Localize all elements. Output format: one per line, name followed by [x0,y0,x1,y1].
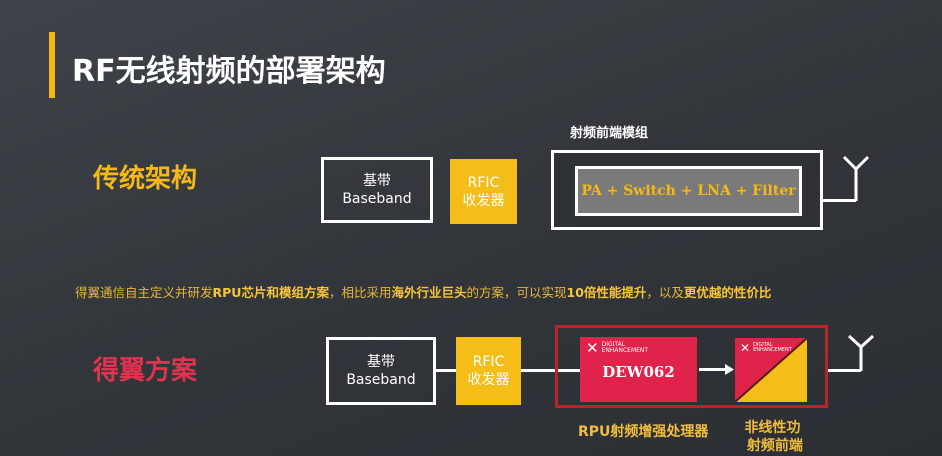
description-sentence: 得翼通信自主定义并研发RPU芯片和模组方案，相比采用海外行业巨头的方案，可以实现… [75,282,771,301]
connector-line [521,369,580,372]
logo-line: ENHANCEMENT [753,347,792,353]
sentence-text: ，相比采用 [328,285,392,300]
logo-x-icon: ✕ [586,339,599,357]
frontend-caption-line: 非线性功 [744,420,801,436]
antenna-icon [842,155,870,201]
traditional-label: 传统架构 [93,164,198,194]
rfic-line1: RFIC [467,174,500,191]
solution-label: 得翼方案 [93,356,198,386]
arrow-head-icon [725,364,734,375]
solution-baseband-box: 基带 Baseband [326,337,436,405]
connector-line [828,369,861,372]
module-content: PA + Switch + LNA + Filter [575,166,802,216]
logo-line: ENHANCEMENT [601,347,649,354]
sentence-emphasis: 海外行业巨头 [391,285,467,300]
solution-module-frame [555,325,828,408]
baseband-cn: 基带 [363,173,391,189]
title-accent-bar [49,32,55,98]
sentence-emphasis: 更优越的性价比 [683,285,772,300]
rfic-line2: 收发器 [467,372,510,388]
logo-line: DIGITAL [753,342,773,348]
arrow-line [699,368,727,371]
logo-x-icon: ✕ [740,341,751,355]
sentence-emphasis: 10倍性能提升 [566,285,647,300]
sentence-emphasis: RPU芯片和模组方案 [212,285,329,300]
nonlinear-frontend-chip [735,338,807,402]
logo-line: DIGITAL [601,341,626,348]
baseband-en: Baseband [346,372,416,388]
antenna-icon [847,335,875,371]
connector-line [823,199,856,202]
rfic-line1: RFIC [472,354,505,370]
frontend-caption-line: 射频前端 [746,438,803,454]
page-title: RF无线射频的部署架构 [72,54,386,89]
chip-name: DEW062 [602,363,675,381]
traditional-rfic-box: RFIC 收发器 [450,159,517,224]
solution-rfic-box: RFIC 收发器 [456,337,521,405]
baseband-en: Baseband [342,191,412,207]
chip-caption: RPU射频增强处理器 [578,424,709,440]
baseband-cn: 基带 [367,354,395,370]
sentence-text: 的方案，可以实现 [466,285,567,300]
rfic-line2: 收发器 [462,192,505,209]
sentence-text: ，以及 [646,285,684,300]
connector-line [436,369,456,372]
sentence-text: 得翼通信自主定义并研发 [75,285,213,300]
frontend-caption: 非线性功 射频前端 [742,419,803,455]
traditional-baseband-box: 基带 Baseband [321,157,433,223]
module-label: 射频前端模组 [570,126,649,141]
